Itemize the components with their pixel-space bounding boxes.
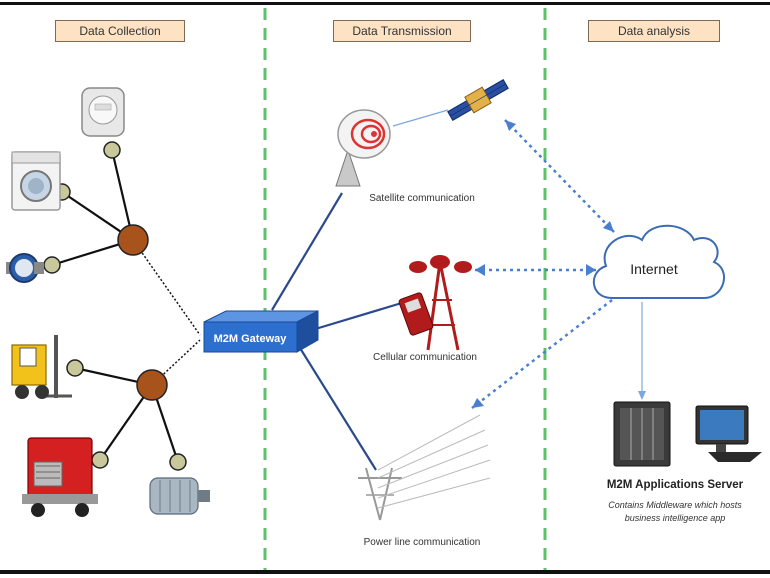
arrowhead xyxy=(638,391,646,400)
powerline-caption: Power line communication xyxy=(363,537,481,548)
section-label-collection: Data Collection xyxy=(55,20,185,42)
washing-machine-icon xyxy=(11,151,61,211)
top-border xyxy=(0,2,770,5)
endpoint-node xyxy=(91,451,109,469)
motor-icon xyxy=(149,477,210,515)
power-line-icon xyxy=(358,414,491,521)
server-title: M2M Applications Server xyxy=(606,479,744,491)
cellular-tower-icon xyxy=(409,255,472,351)
bottom-border xyxy=(0,570,770,574)
endpoint-node xyxy=(43,256,61,274)
internet-links xyxy=(471,119,615,409)
server-description-line2: business intelligence app xyxy=(624,513,726,523)
collection-tree-upper xyxy=(43,141,201,336)
internet-label: Internet xyxy=(630,261,678,277)
truck-icon xyxy=(22,437,98,517)
cellular-caption: Cellular communication xyxy=(373,352,477,363)
satellite-dish-icon xyxy=(335,109,391,187)
meter-icon xyxy=(81,87,125,137)
server-description-line1: Contains Middleware which hosts xyxy=(608,500,742,510)
section-label-analysis: Data analysis xyxy=(588,20,720,42)
arrowhead xyxy=(475,264,485,276)
gateway-links xyxy=(271,192,406,471)
gateway-box xyxy=(203,310,319,353)
section-label-transmission: Data Transmission xyxy=(333,20,471,42)
arrowhead xyxy=(603,221,614,232)
endpoint-node xyxy=(103,141,121,159)
collection-tree-lower xyxy=(66,339,201,471)
hub-node-upper xyxy=(117,224,149,256)
mobile-phone-icon xyxy=(398,292,434,336)
endpoint-node xyxy=(66,359,84,377)
server-rack-icon xyxy=(613,401,671,467)
arrowhead xyxy=(472,398,484,408)
hub-node-lower xyxy=(136,369,168,401)
endpoint-node xyxy=(169,453,187,471)
water-meter-icon xyxy=(6,253,44,283)
arrowhead xyxy=(586,264,596,276)
forklift-icon xyxy=(11,335,72,399)
internet-cloud xyxy=(592,224,725,299)
satellite-icon xyxy=(447,78,509,122)
dish-satellite-link xyxy=(392,109,449,127)
monitor-icon xyxy=(695,405,762,462)
satellite-caption: Satellite communication xyxy=(369,193,475,204)
gateway-label: M2M Gateway xyxy=(214,333,288,345)
arrowhead xyxy=(505,120,516,131)
